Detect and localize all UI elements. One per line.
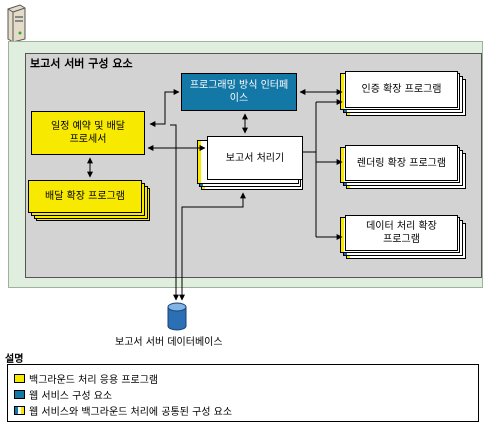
legend-item-common: 웹 서비스와 백그라운드 처리에 공통된 구성 요소 [14, 403, 232, 418]
rendering-extensions-box: 렌더링 확장 프로그램 [345, 145, 458, 181]
programming-interface-label: 프로그래밍 방식 인터페이스 [189, 80, 289, 104]
delivery-extensions-box: 배달 확장 프로그램 [28, 180, 142, 213]
legend-swatch-striped [14, 406, 25, 415]
panel-title: 보고서 서버 구성 요소 [30, 57, 133, 70]
scheduling-delivery-label: 일정 예약 및 배달 프로세서 [51, 121, 125, 145]
database-label: 보고서 서버 데이터베이스 [115, 337, 223, 348]
legend-item-web-service: 웹 서비스 구성 요소 [14, 387, 112, 402]
programming-interface-box: 프로그래밍 방식 인터페이스 [181, 73, 297, 111]
legend-label-web-service: 웹 서비스 구성 요소 [29, 391, 113, 402]
database-icon [166, 302, 188, 332]
delivery-extensions-label: 배달 확장 프로그램 [45, 191, 125, 202]
legend-label-background: 백그라운드 처리 응용 프로그램 [29, 375, 159, 386]
scheduling-delivery-box: 일정 예약 및 배달 프로세서 [31, 111, 145, 155]
arrow-processor-to-db [179, 192, 246, 301]
arrow-scheduling-to-db [170, 124, 179, 301]
report-processor-label: 보고서 처리기 [225, 152, 285, 164]
auth-extensions-box: 인증 확장 프로그램 [345, 71, 458, 108]
legend-label-common: 웹 서비스와 백그라운드 처리에 공통된 구성 요소 [29, 407, 233, 418]
legend-title: 설명 [5, 354, 24, 365]
legend-item-background: 백그라운드 처리 응용 프로그램 [14, 371, 158, 386]
legend-box: 백그라운드 처리 응용 프로그램 웹 서비스 구성 요소 웹 서비스와 백그라운… [7, 364, 479, 422]
arrow-scheduling-to-interface [149, 89, 180, 127]
legend-swatch-blue [14, 390, 25, 399]
legend-swatch-yellow [14, 374, 25, 383]
report-processor-box: 보고서 처리기 [207, 136, 303, 180]
data-processing-extensions-box: 데이터 처리 확장 프로그램 [345, 215, 458, 251]
server-icon [5, 3, 27, 43]
data-processing-extensions-label: 데이터 처리 확장 프로그램 [366, 221, 437, 245]
auth-extensions-label: 인증 확장 프로그램 [361, 84, 442, 95]
rendering-extensions-label: 렌더링 확장 프로그램 [356, 157, 447, 169]
